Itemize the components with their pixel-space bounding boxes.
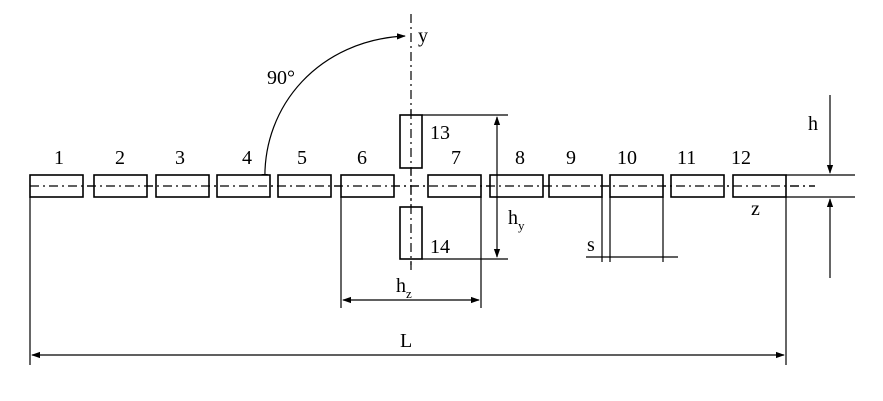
h-dimension: h xyxy=(786,95,855,278)
horizontal-elements xyxy=(29,174,815,198)
element-label-13: 13 xyxy=(430,122,450,144)
element-label-5: 5 xyxy=(297,147,307,169)
element-label-14: 14 xyxy=(430,236,450,258)
element-label-7: 7 xyxy=(451,147,461,169)
hy-dimension: hy xyxy=(422,114,525,260)
hz-label: hz xyxy=(396,275,412,301)
rotation-arrow xyxy=(261,33,406,183)
element-label-8: 8 xyxy=(515,147,525,169)
element-label-2: 2 xyxy=(115,147,125,169)
element-labels: 1 2 3 4 5 6 7 8 9 10 11 12 xyxy=(54,147,751,169)
element-label-9: 9 xyxy=(566,147,576,169)
z-axis-label: z xyxy=(751,198,760,220)
h-label: h xyxy=(808,113,818,135)
element-label-1: 1 xyxy=(54,147,64,169)
L-dimension: L xyxy=(29,197,787,365)
element-label-10: 10 xyxy=(617,147,637,169)
element-label-3: 3 xyxy=(175,147,185,169)
L-label: L xyxy=(400,330,412,352)
element-label-4: 4 xyxy=(242,147,252,169)
s-label: s xyxy=(587,234,595,256)
element-label-11: 11 xyxy=(677,147,696,169)
element-10 xyxy=(609,174,664,198)
element-label-6: 6 xyxy=(357,147,367,169)
element-label-12: 12 xyxy=(731,147,751,169)
hz-dimension: hz xyxy=(340,197,482,308)
y-axis-label: y xyxy=(418,25,428,47)
element-13 xyxy=(399,114,423,169)
element-8 xyxy=(489,174,544,198)
s-dimension: s xyxy=(586,197,678,262)
rotation-angle-label: 90° xyxy=(267,67,295,89)
hy-label: hy xyxy=(508,207,525,233)
